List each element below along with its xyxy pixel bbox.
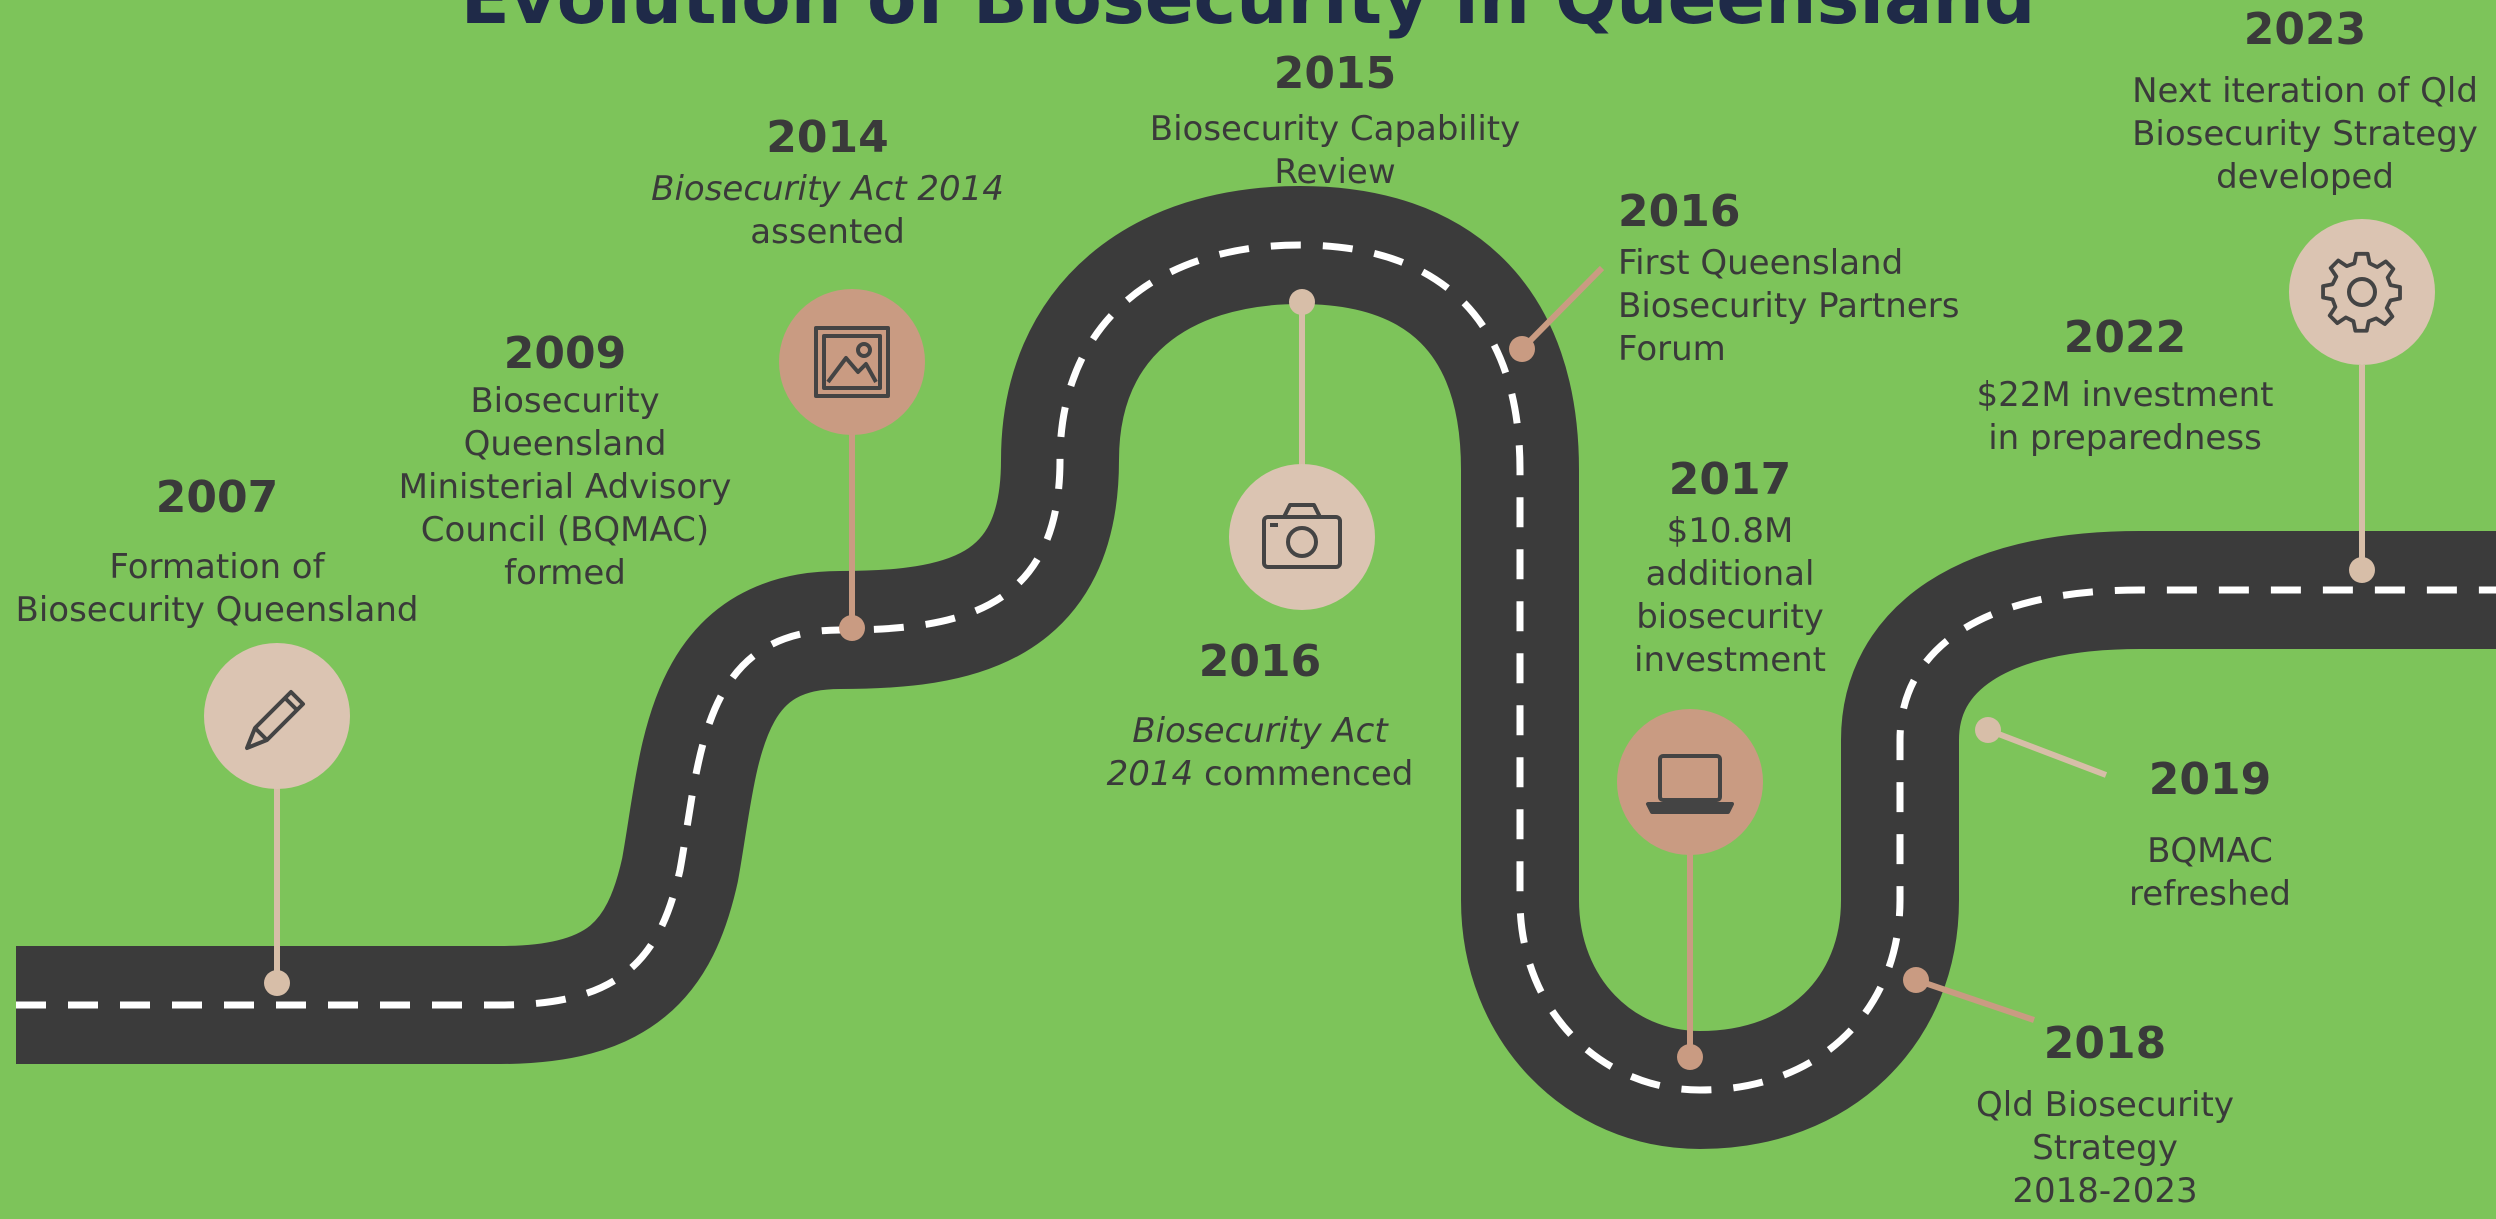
milestone-2009: 2009 Biosecurity Queensland Ministerial … <box>385 328 745 595</box>
milestone-text: Formation of <box>109 547 325 587</box>
road-dot-2017 <box>1677 1044 1703 1070</box>
road-dot-2018 <box>1903 967 1929 993</box>
milestone-text: Biosecurity Act 2014 <box>651 169 1004 209</box>
milestone-text: Council (BQMAC) <box>420 510 710 550</box>
milestone-year: 2015 <box>1273 48 1397 99</box>
milestone-2018: 2018 Qld Biosecurity Strategy 2018-2023 <box>1955 1018 2255 1213</box>
page-title: Evolution of Biosecurity in Queensland <box>0 0 2496 40</box>
milestone-text: Queensland <box>463 424 667 464</box>
pointer-2016b <box>1519 265 1605 352</box>
milestone-text: Review <box>1274 152 1396 192</box>
milestone-text: developed <box>2216 157 2394 197</box>
milestone-2017: 2017 $10.8M additional biosecurity inves… <box>1580 454 1880 682</box>
milestone-text: Strategy <box>2032 1128 2178 1168</box>
milestone-text: Forum <box>1618 329 1726 369</box>
road-dot-2014 <box>839 615 865 641</box>
milestone-text: Biosecurity Queensland <box>15 590 419 630</box>
milestone-year: 2016 <box>1618 186 1741 237</box>
milestone-2019: 2019 BQMAC refreshed <box>2090 754 2330 916</box>
milestone-text: refreshed <box>2128 874 2292 914</box>
milestone-text: First Queensland <box>1618 243 1904 283</box>
milestone-text: Ministerial Advisory <box>398 467 732 507</box>
pencil-icon <box>245 690 305 750</box>
milestone-text: Biosecurity Partners <box>1618 286 1960 326</box>
road-dot-2007 <box>264 970 290 996</box>
milestone-text-rest: commenced <box>1193 754 1414 794</box>
milestone-text: in preparedness <box>1988 418 2262 458</box>
camera-icon <box>1262 503 1342 569</box>
pointer-2018 <box>1915 977 2035 1023</box>
milestone-text: $22M investment <box>1976 375 2274 415</box>
gear-icon <box>2321 251 2402 333</box>
milestone-2014: 2014 Biosecurity Act 2014 assented <box>650 112 1005 254</box>
milestone-year: 2018 <box>2043 1018 2167 1069</box>
milestone-text: Biosecurity Act <box>1132 711 1388 751</box>
milestone-text: assented <box>750 212 905 252</box>
milestone-text-italic: 2014 <box>1106 754 1194 794</box>
road-center-line <box>16 241 2496 1094</box>
milestone-year: 2017 <box>1668 454 1792 505</box>
milestone-text: formed <box>504 553 626 593</box>
pin-head-2007 <box>204 643 350 789</box>
milestone-2016-partners-forum: 2016 First Queensland Biosecurity Partne… <box>1618 186 2018 371</box>
milestone-text: additional <box>1645 554 1815 594</box>
milestone-text: biosecurity <box>1636 597 1824 637</box>
pin-head-2023 <box>2289 219 2435 365</box>
milestone-text: Biosecurity Strategy <box>2132 114 2478 154</box>
milestone-text: 2014 commenced <box>1090 753 1430 796</box>
pointer-2019 <box>1986 727 2108 778</box>
milestone-year: 2007 <box>155 472 279 523</box>
milestone-2007: 2007 Formation of Biosecurity Queensland <box>10 472 424 632</box>
milestone-year: 2023 <box>2243 4 2367 55</box>
milestone-text: BQMAC <box>2147 831 2273 871</box>
milestone-text: Biosecurity Capability <box>1149 109 1521 149</box>
milestone-text: Biosecurity <box>470 381 660 421</box>
milestone-text: $10.8M <box>1666 511 1794 551</box>
milestone-year: 2019 <box>2148 754 2272 805</box>
laptop-icon <box>1646 754 1734 814</box>
milestone-text: Qld Biosecurity <box>1976 1085 2234 1125</box>
road-dot-2016a <box>1289 289 1315 315</box>
milestone-2022: 2022 $22M investment in preparedness <box>1955 312 2295 460</box>
milestone-text: investment <box>1634 640 1826 680</box>
pin-head-2016a <box>1229 464 1375 610</box>
milestone-year: 2022 <box>2063 312 2187 363</box>
pin-head-2017 <box>1617 709 1763 855</box>
milestone-year: 2016 <box>1198 636 1322 687</box>
milestone-year: 2014 <box>766 112 889 163</box>
milestone-year: 2009 <box>503 328 627 379</box>
road-dot-2016b <box>1509 336 1535 362</box>
milestone-text: Next iteration of Qld <box>2132 71 2478 111</box>
image-icon <box>814 326 890 398</box>
milestone-2016-act-commenced: 2016 Biosecurity Act 2014 commenced <box>1090 636 1430 796</box>
milestone-text: 2018-2023 <box>2012 1171 2198 1211</box>
road-dot-2023 <box>2349 557 2375 583</box>
milestone-2023: 2023 Next iteration of Qld Biosecurity S… <box>2120 4 2490 199</box>
road-dot-2019 <box>1975 717 2001 743</box>
milestone-2015: 2015 Biosecurity Capability Review <box>1135 48 1535 194</box>
